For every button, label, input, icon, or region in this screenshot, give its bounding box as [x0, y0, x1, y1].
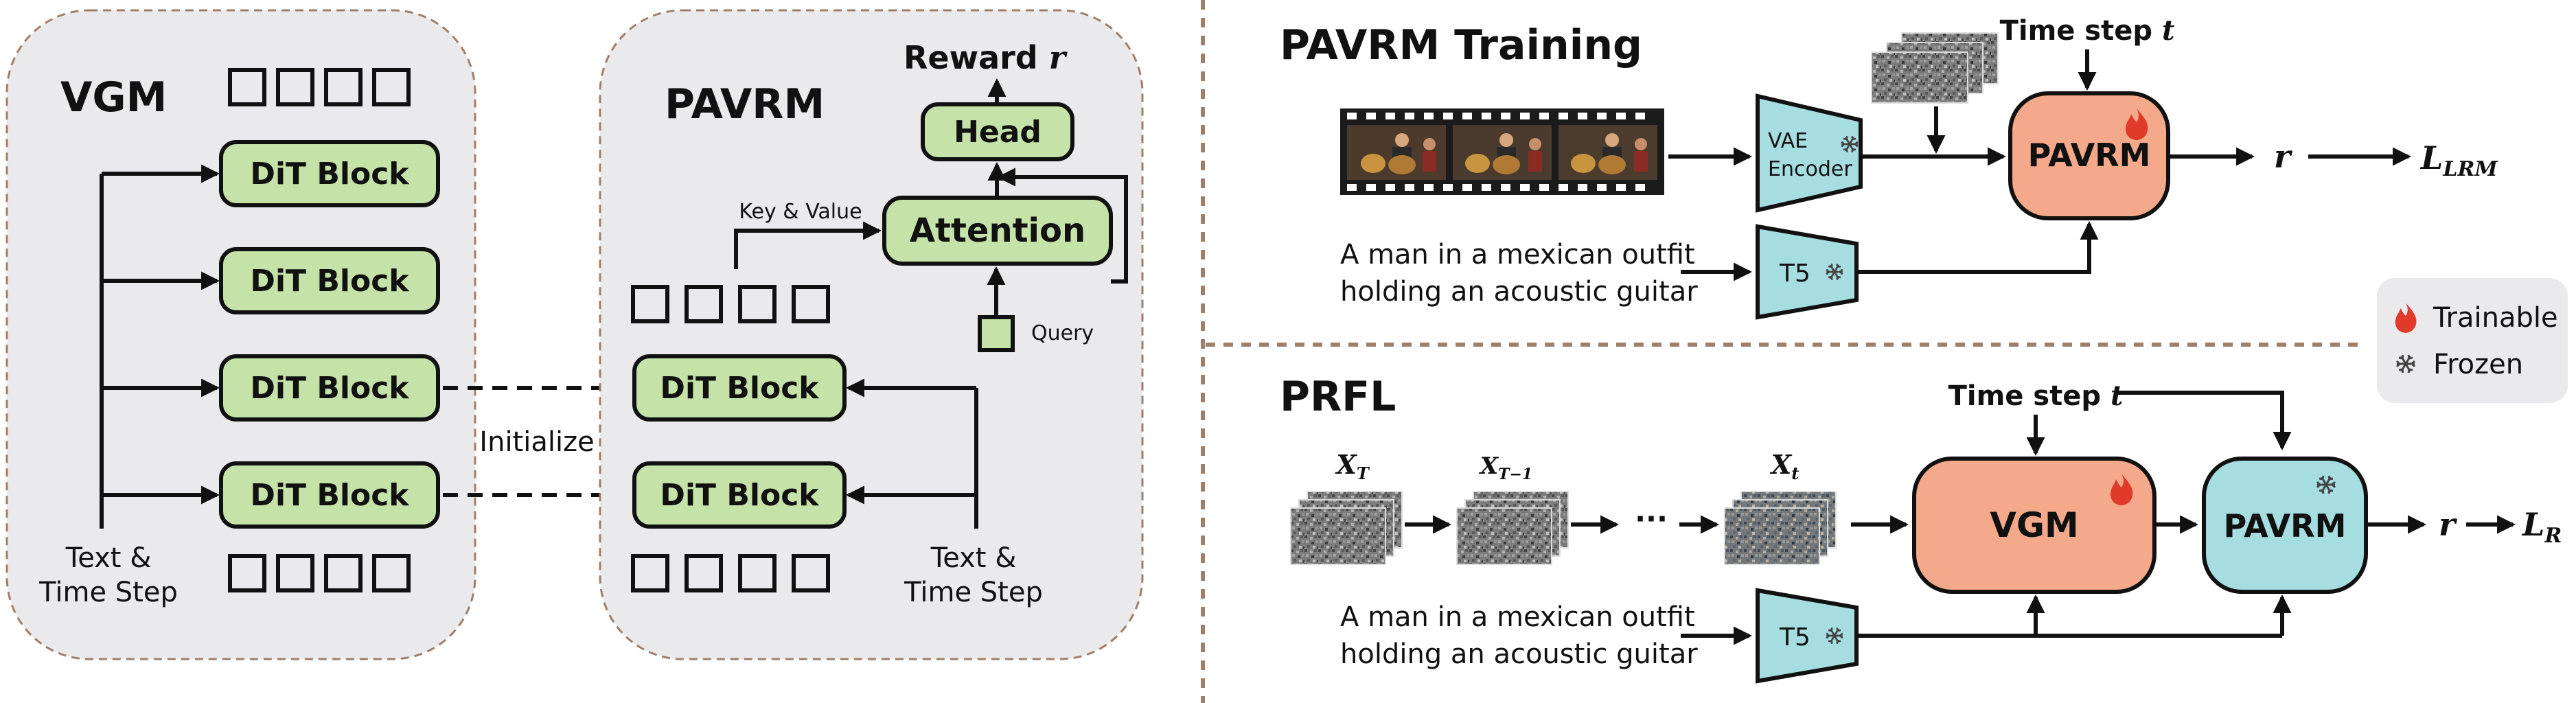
training-pavrm-block: PAVRM	[2008, 91, 2170, 220]
svg-text:DiT Block: DiT Block	[250, 157, 410, 192]
prfl-t5: T5	[1756, 588, 1859, 684]
prfl-time-step-label: Time step t	[1948, 380, 2124, 412]
residual-loop-arrow	[996, 168, 1128, 284]
svg-text:VAE: VAE	[1768, 129, 1808, 153]
vgm-dit-block-2: DiT Block	[219, 247, 440, 314]
svg-text:PAVRM: PAVRM	[2224, 507, 2347, 544]
query-label: Query	[1031, 321, 1094, 345]
pavrm-token-row-top	[631, 285, 830, 323]
reward-label: Reward r	[904, 39, 1068, 76]
head-block: Head	[921, 102, 1074, 161]
vgm-input-label-2: Time Step	[38, 577, 178, 608]
pavrm-input-label-2: Time Step	[904, 577, 1043, 608]
flame-icon	[2395, 303, 2417, 333]
prfl-xt-label: Xt	[1770, 449, 1799, 483]
svg-text:VGM: VGM	[1990, 505, 2079, 545]
key-value-arrow	[734, 221, 882, 269]
prfl-prompt-line-2: holding an acoustic guitar	[1340, 638, 1698, 670]
training-t5: T5	[1756, 224, 1859, 320]
snowflake-icon	[1826, 627, 1843, 644]
vae-encoder: VAE Encoder	[1756, 93, 1863, 213]
video-frame-2	[1453, 125, 1552, 180]
training-t5-to-pavrm-arrow	[1858, 220, 2099, 274]
vgm-conditioning-arrows	[100, 164, 220, 529]
vgm-dit-block-1: DiT Block	[219, 140, 440, 207]
attention-block: Attention	[882, 196, 1113, 266]
vgm-dit-block-3: DiT Block	[219, 354, 440, 422]
vgm-dit-block-4: DiT Block	[219, 461, 440, 529]
latent-xt	[1724, 491, 1837, 565]
training-time-step-label: Time step t	[2000, 14, 2175, 47]
latent-xT-1	[1456, 491, 1569, 565]
query-token	[978, 315, 1015, 352]
prfl-xT-label: XT	[1335, 449, 1370, 483]
training-loss: LLRM	[2419, 139, 2498, 181]
legend: Trainable Frozen	[2377, 278, 2568, 403]
svg-text:T5: T5	[1779, 260, 1810, 288]
prfl-title: PRFL	[1280, 373, 1396, 421]
legend-trainable: Trainable	[2433, 302, 2558, 334]
svg-text:PAVRM: PAVRM	[2028, 137, 2151, 174]
svg-text:Encoder: Encoder	[1768, 157, 1852, 181]
pavrm-dit-block-1: DiT Block	[632, 354, 847, 422]
prfl-loss: LR	[2521, 506, 2562, 548]
svg-text:DiT Block: DiT Block	[660, 371, 820, 406]
latent-xT	[1290, 491, 1403, 565]
svg-text:DiT Block: DiT Block	[660, 478, 820, 513]
pavrm-token-row-bottom	[631, 554, 830, 592]
prfl-prompt-line-1: A man in a mexican outfit	[1340, 601, 1695, 633]
initialize-label: Initialize	[479, 426, 594, 458]
vgm-token-row-top	[228, 68, 411, 106]
prfl-pavrm-block: PAVRM	[2202, 457, 2368, 594]
prfl-xT1-label: XT−1	[1479, 452, 1533, 483]
prfl-t5-conditioning-arrows	[1858, 594, 2292, 638]
svg-text:DiT Block: DiT Block	[250, 264, 410, 299]
pavrm-dit-block-2: DiT Block	[632, 461, 847, 529]
svg-text:Attention: Attention	[910, 211, 1085, 250]
prfl-time-step-to-pavrm-arrow	[2115, 391, 2292, 451]
svg-text:T5: T5	[1779, 623, 1810, 652]
training-title: PAVRM Training	[1280, 21, 1642, 69]
training-prompt-line-2: holding an acoustic guitar	[1340, 276, 1698, 308]
vgm-input-label-1: Text &	[65, 542, 152, 574]
svg-text:Head: Head	[954, 115, 1042, 150]
video-filmstrip	[1340, 108, 1664, 195]
svg-text:DiT Block: DiT Block	[250, 371, 410, 406]
training-r: r	[2274, 138, 2293, 175]
prfl-dots: ···	[1635, 502, 1668, 535]
legend-frozen: Frozen	[2433, 349, 2523, 380]
flame-icon	[2126, 108, 2148, 140]
video-frame-1	[1347, 125, 1446, 180]
snowflake-icon	[1826, 264, 1843, 280]
training-prompt-line-1: A man in a mexican outfit	[1340, 239, 1695, 270]
video-frame-3	[1559, 125, 1657, 180]
vgm-panel-title: VGM	[60, 73, 167, 122]
snowflake-icon	[2316, 475, 2336, 494]
vgm-token-row-bottom	[228, 554, 411, 592]
snowflake-icon	[2395, 354, 2416, 373]
snowflake-icon	[1841, 136, 1859, 152]
flame-icon	[2111, 474, 2133, 505]
noise-stack	[1871, 32, 1999, 104]
svg-text:DiT Block: DiT Block	[250, 478, 410, 513]
key-value-label: Key & Value	[739, 200, 862, 224]
pavrm-panel-title: PAVRM	[665, 80, 825, 128]
prfl-vgm-block: VGM	[1912, 457, 2157, 594]
pavrm-input-label-1: Text &	[930, 542, 1017, 574]
prfl-r: r	[2439, 506, 2458, 543]
pavrm-conditioning-arrows	[845, 378, 978, 529]
